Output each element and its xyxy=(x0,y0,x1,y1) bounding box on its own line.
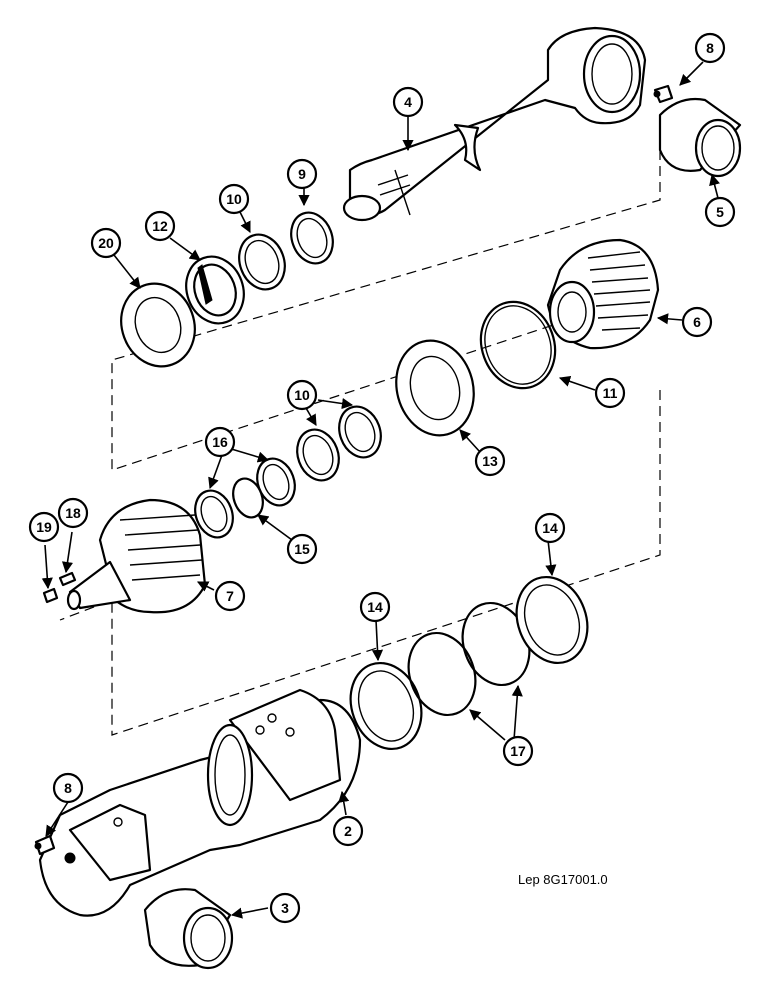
callout-label: 10 xyxy=(294,387,310,403)
o-ring-large xyxy=(479,300,557,390)
callout-label: 16 xyxy=(212,434,228,450)
ring-9 xyxy=(290,211,334,265)
piston-rod-part xyxy=(342,26,647,222)
seal-20 xyxy=(120,282,196,368)
rings-16-and-15 xyxy=(194,457,296,539)
callout-18: 18 xyxy=(57,497,89,529)
callout-label: 4 xyxy=(404,94,412,110)
wiper-ring-12 xyxy=(185,255,245,325)
leader-lines xyxy=(41,61,720,919)
callout-9: 9 xyxy=(286,158,318,190)
callout-13: 13 xyxy=(474,445,506,477)
rings-14-and-17 xyxy=(349,575,589,751)
callout-label: 14 xyxy=(542,520,558,536)
callout-12: 12 xyxy=(144,210,176,242)
reference-code: Lep 8G17001.0 xyxy=(518,872,608,887)
callout-15: 15 xyxy=(286,533,318,565)
callout-label: 6 xyxy=(693,314,701,330)
callout-4: 4 xyxy=(392,86,424,118)
callout-label: 13 xyxy=(482,453,498,469)
callout-label: 8 xyxy=(706,40,714,56)
grease-fitting-top xyxy=(653,84,674,104)
grease-fitting-bottom xyxy=(34,834,56,856)
callout-label: 11 xyxy=(603,385,618,401)
callout-label: 15 xyxy=(294,541,310,557)
assembly-dashed-lines xyxy=(59,150,661,736)
callout-label: 3 xyxy=(281,900,289,916)
callout-2: 2 xyxy=(332,815,364,847)
callout-label: 2 xyxy=(344,823,352,839)
callout-14-left: 14 xyxy=(359,591,391,623)
piston-part-7 xyxy=(66,498,207,614)
seal-large xyxy=(395,339,475,437)
callout-19: 19 xyxy=(28,511,60,543)
callout-14-right: 14 xyxy=(534,512,566,544)
callout-3: 3 xyxy=(269,892,301,924)
bushing-bottom xyxy=(143,888,234,970)
callout-label: 14 xyxy=(367,599,383,615)
callout-label: 12 xyxy=(152,218,168,234)
callout-label: 18 xyxy=(65,505,81,521)
callout-16: 16 xyxy=(204,426,236,458)
callout-label: 17 xyxy=(510,743,526,759)
bushing-top xyxy=(658,97,742,178)
callout-11: 11 xyxy=(594,377,626,409)
callout-20: 20 xyxy=(90,227,122,259)
callout-5: 5 xyxy=(704,196,736,228)
callout-label: 8 xyxy=(64,780,72,796)
callout-label: 7 xyxy=(226,588,234,604)
callout-label: 10 xyxy=(226,191,242,207)
callout-7: 7 xyxy=(214,580,246,612)
callout-10-middle: 10 xyxy=(286,379,318,411)
callout-label: 9 xyxy=(298,166,306,182)
callout-17: 17 xyxy=(502,735,534,767)
callout-8-bottom: 8 xyxy=(52,772,84,804)
rings-10-middle xyxy=(296,405,382,482)
gland-head-part xyxy=(546,238,660,350)
ring-10-top xyxy=(238,233,286,291)
cylinder-barrel xyxy=(38,688,362,917)
callout-label: 5 xyxy=(716,204,724,220)
pin-and-set-screw xyxy=(42,571,77,604)
callout-label: 19 xyxy=(36,519,52,535)
callout-10-top: 10 xyxy=(218,183,250,215)
callout-8-top: 8 xyxy=(694,32,726,64)
callout-6: 6 xyxy=(681,306,713,338)
callout-label: 20 xyxy=(98,235,114,251)
